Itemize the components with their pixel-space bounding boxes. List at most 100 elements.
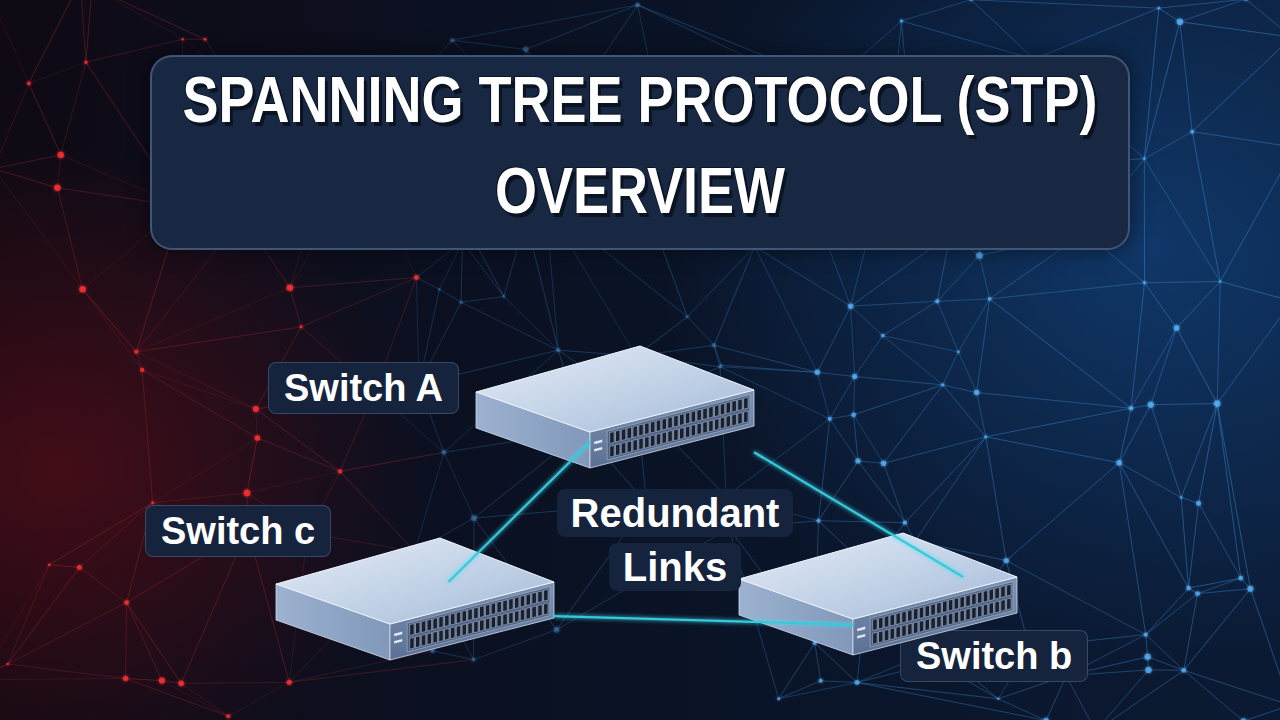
mesh-line: [0, 169, 57, 188]
mesh-line: [1217, 404, 1250, 589]
switch-port: [621, 442, 626, 454]
switch-port: [925, 605, 929, 617]
mesh-line: [1151, 328, 1177, 405]
mesh-line: [1119, 463, 1146, 635]
mesh-line: [1181, 497, 1198, 503]
switch-port: [919, 607, 923, 619]
mesh-line: [126, 603, 127, 679]
switch-port: [732, 414, 737, 426]
mesh-line: [0, 565, 49, 674]
mesh-line: [86, 0, 92, 62]
mesh-line: [1181, 497, 1188, 588]
mesh-line: [986, 408, 1131, 437]
switch-port: [503, 600, 508, 612]
switch-port: [503, 613, 508, 625]
switch-port: [416, 636, 420, 648]
switch-port: [978, 605, 982, 617]
mesh-dot: [6, 663, 8, 665]
switch-port: [474, 607, 478, 619]
switch-port: [908, 610, 912, 622]
switch-port: [709, 406, 713, 418]
mesh-line: [79, 567, 126, 602]
mesh-dot: [414, 275, 419, 280]
switch-port: [645, 423, 649, 435]
mesh-line: [92, 0, 183, 39]
switch-port: [468, 609, 472, 621]
network-switch: Switch c: [390, 582, 554, 660]
mesh-line: [883, 301, 938, 335]
mesh-dot: [819, 679, 823, 683]
mesh-line: [851, 306, 855, 376]
mesh-line: [855, 336, 883, 377]
switch-port: [732, 400, 737, 412]
mesh-line: [817, 306, 850, 372]
switch-port: [421, 621, 426, 633]
mesh-line: [905, 437, 986, 523]
mesh-line: [958, 299, 989, 352]
switch-port: [902, 625, 906, 637]
mesh-line: [1006, 463, 1119, 561]
mesh-dot: [974, 390, 980, 396]
switch-port: [616, 444, 620, 456]
switch-symbol: [390, 582, 554, 660]
mesh-dot: [287, 284, 294, 291]
mesh-line: [755, 246, 818, 372]
mesh-line: [1220, 282, 1280, 302]
mesh-line: [461, 302, 558, 350]
mesh-line: [1144, 22, 1179, 159]
mesh-dot: [244, 490, 251, 497]
mesh-dot: [976, 252, 983, 259]
mesh-line: [1246, 0, 1280, 37]
mesh-line: [0, 664, 8, 674]
switch-port: [1007, 584, 1011, 596]
mesh-line: [504, 296, 558, 350]
mesh-line: [80, 0, 86, 62]
mesh-line: [0, 169, 83, 289]
switch-port: [544, 603, 548, 615]
mesh-line: [854, 377, 855, 415]
mesh-line: [57, 155, 60, 188]
mesh-dot: [881, 334, 885, 338]
mesh-line: [29, 83, 61, 155]
mesh-line: [971, 0, 1159, 8]
switch-port: [873, 619, 877, 631]
mesh-line: [247, 471, 340, 493]
mesh-dot: [124, 600, 129, 605]
mesh-line: [142, 370, 152, 503]
mesh-line: [714, 345, 817, 372]
switch-port: [680, 427, 685, 439]
switch-port: [520, 595, 524, 607]
mesh-line: [1151, 405, 1181, 498]
mesh-line: [1192, 132, 1280, 148]
mesh-line: [1177, 328, 1218, 404]
mesh-line: [1217, 282, 1220, 404]
mesh-line: [1159, 0, 1246, 8]
switch-port: [468, 622, 472, 634]
mesh-line: [1006, 561, 1145, 635]
switch-port: [720, 417, 724, 429]
mesh-line: [1184, 589, 1251, 671]
switch-port: [937, 602, 941, 614]
mesh-dot: [338, 469, 342, 473]
switch-port: [433, 631, 437, 643]
mesh-line: [1034, 8, 1159, 59]
mesh-dot: [84, 61, 87, 64]
mesh-line: [857, 683, 1046, 720]
switch-port: [960, 610, 964, 622]
switch-port: [931, 604, 935, 616]
switch-port: [948, 599, 952, 611]
mesh-line: [714, 345, 721, 365]
switch-port: [884, 616, 889, 628]
mesh-line: [142, 370, 257, 438]
mesh-line: [83, 289, 143, 370]
switch-port: [890, 628, 895, 640]
mesh-line: [61, 62, 86, 155]
switch-port: [610, 432, 614, 444]
mesh-line: [779, 643, 815, 699]
mesh-dot: [1143, 157, 1146, 160]
mesh-line: [1046, 676, 1066, 720]
mesh-line: [1189, 503, 1199, 588]
switch-port: [515, 597, 519, 609]
